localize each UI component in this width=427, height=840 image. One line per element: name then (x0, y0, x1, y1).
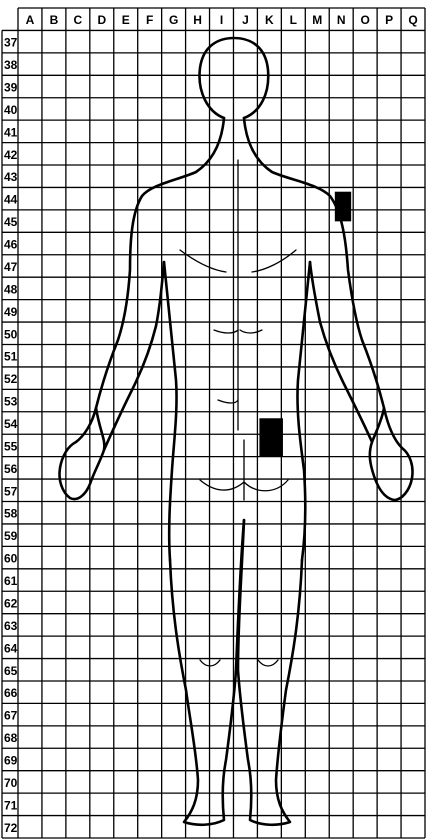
row-label: 62 (4, 596, 18, 610)
row-label: 61 (4, 574, 18, 588)
row-label: 70 (4, 776, 18, 790)
row-label: 51 (4, 350, 18, 364)
row-label: 43 (4, 170, 18, 184)
column-label: Q (408, 13, 417, 27)
column-label: O (360, 13, 369, 27)
row-label: 42 (4, 148, 18, 162)
row-label: 65 (4, 664, 18, 678)
column-label: H (193, 13, 202, 27)
row-label: 44 (4, 193, 18, 207)
column-label: L (290, 13, 297, 27)
row-label: 46 (4, 238, 18, 252)
column-label: I (220, 13, 223, 27)
column-label: B (50, 13, 59, 27)
upper-arm-mark (335, 192, 351, 222)
row-label: 60 (4, 552, 18, 566)
row-label: 52 (4, 372, 18, 386)
row-label: 49 (4, 305, 18, 319)
row-label: 69 (4, 753, 18, 767)
row-label: 58 (4, 507, 18, 521)
row-label: 47 (4, 260, 18, 274)
column-label: A (26, 13, 35, 27)
row-label: 39 (4, 81, 18, 95)
row-label: 72 (4, 821, 18, 835)
row-label: 68 (4, 731, 18, 745)
row-label: 37 (4, 36, 18, 50)
row-label: 67 (4, 709, 18, 723)
column-label: K (265, 13, 274, 27)
column-label: M (312, 13, 322, 27)
row-label: 63 (4, 619, 18, 633)
row-label: 56 (4, 462, 18, 476)
row-label: 57 (4, 484, 18, 498)
column-label: F (146, 13, 153, 27)
row-label: 40 (4, 103, 18, 117)
column-label: D (97, 13, 106, 27)
column-label: C (74, 13, 83, 27)
column-label: N (337, 13, 346, 27)
row-label: 66 (4, 686, 18, 700)
row-label: 45 (4, 215, 18, 229)
row-label: 54 (4, 417, 18, 431)
row-label: 53 (4, 395, 18, 409)
row-label: 64 (4, 641, 18, 655)
row-label: 38 (4, 58, 18, 72)
column-label: E (122, 13, 130, 27)
row-label: 50 (4, 327, 18, 341)
column-label: P (385, 13, 393, 27)
column-label: G (169, 13, 178, 27)
row-label: 71 (4, 798, 18, 812)
column-label: J (242, 13, 249, 27)
row-label: 59 (4, 529, 18, 543)
row-label: 55 (4, 439, 18, 453)
lower-back-mark (259, 418, 283, 457)
row-label: 48 (4, 282, 18, 296)
row-label: 41 (4, 125, 18, 139)
